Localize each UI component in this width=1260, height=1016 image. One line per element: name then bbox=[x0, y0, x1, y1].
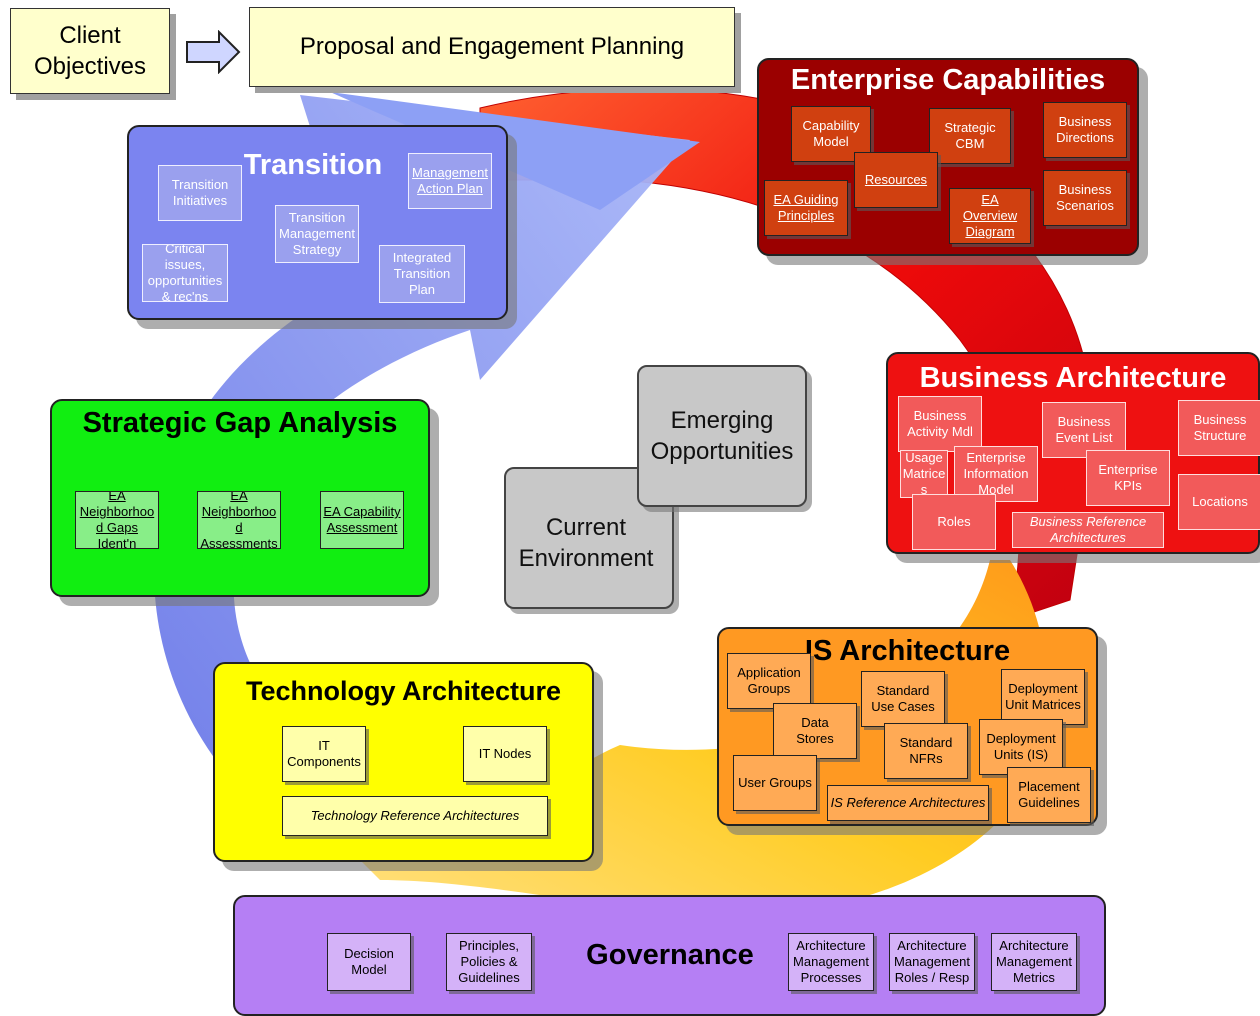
ea-neighborhood-assessments-link[interactable]: EA Neighborhoo d Assessments bbox=[197, 491, 281, 549]
management-action-plan-link[interactable]: Management Action Plan bbox=[408, 153, 492, 209]
deployment-units-is-box: Deployment Units (IS) bbox=[979, 719, 1063, 775]
enterprise-kpis-box: Enterprise KPIs bbox=[1086, 450, 1170, 506]
critical-issues-box: Critical issues, opportunities & rec'ns bbox=[142, 244, 228, 302]
ea-neighborhood-gaps-link[interactable]: EA Neighborhoo d Gaps Ident'n bbox=[75, 491, 159, 549]
roles-box: Roles bbox=[912, 494, 996, 550]
it-nodes-box: IT Nodes bbox=[463, 726, 547, 782]
is-reference-architectures-box: IS Reference Architectures bbox=[827, 785, 989, 821]
business-architecture-title: Business Architecture bbox=[919, 362, 1227, 394]
decision-model-box: Decision Model bbox=[327, 933, 411, 991]
strategic-gap-analysis-panel: Strategic Gap Analysis EA Neighborhoo d … bbox=[50, 399, 430, 597]
user-groups-box: User Groups bbox=[733, 755, 817, 811]
ea-capability-assessment-link[interactable]: EA Capability Assessment bbox=[320, 491, 404, 549]
application-groups-box: Application Groups bbox=[727, 653, 811, 709]
business-reference-architectures-box: Business Reference Architectures bbox=[1012, 512, 1164, 548]
is-architecture-title: IS Architecture bbox=[804, 635, 1011, 667]
usage-matrices-box: Usage Matrice s bbox=[900, 450, 948, 498]
is-architecture-panel: IS Architecture Application Groups Stand… bbox=[717, 627, 1098, 826]
integrated-transition-plan-box: Integrated Transition Plan bbox=[379, 245, 465, 303]
data-stores-box: Data Stores bbox=[773, 703, 857, 759]
architecture-management-metrics-box: Architecture Management Metrics bbox=[991, 933, 1077, 991]
transition-title: Transition bbox=[243, 149, 383, 181]
transition-initiatives-box: Transition Initiatives bbox=[158, 165, 242, 221]
business-activity-model-box: Business Activity Mdl bbox=[898, 396, 982, 452]
technology-reference-architectures-box: Technology Reference Architectures bbox=[282, 796, 548, 836]
architecture-management-roles-box: Architecture Management Roles / Resp bbox=[889, 933, 975, 991]
technology-architecture-panel: Technology Architecture IT Components IT… bbox=[213, 662, 594, 862]
principles-policies-guidelines-box: Principles, Policies & Guidelines bbox=[446, 933, 532, 991]
deployment-unit-matrices-box: Deployment Unit Matrices bbox=[1001, 669, 1085, 725]
ea-guiding-principles-link[interactable]: EA Guiding Principles bbox=[764, 180, 848, 236]
transition-panel: Transition Transition Initiatives Manage… bbox=[127, 125, 508, 320]
standard-nfrs-box: Standard NFRs bbox=[884, 723, 968, 779]
architecture-management-processes-box: Architecture Management Processes bbox=[788, 933, 874, 991]
business-scenarios-box: Business Scenarios bbox=[1043, 170, 1127, 226]
strategic-cbm-box: Strategic CBM bbox=[929, 108, 1011, 164]
placement-guidelines-box: Placement Guidelines bbox=[1007, 767, 1091, 823]
business-event-list-box: Business Event List bbox=[1042, 402, 1126, 458]
it-components-box: IT Components bbox=[282, 726, 366, 782]
emerging-opportunities-box: Emerging Opportunities bbox=[637, 365, 807, 507]
ea-overview-diagram-link[interactable]: EA Overview Diagram bbox=[949, 188, 1031, 244]
right-arrow-icon bbox=[186, 30, 241, 74]
resources-link[interactable]: Resources bbox=[854, 152, 938, 208]
proposal-planning-box: Proposal and Engagement Planning bbox=[249, 7, 735, 87]
locations-box: Locations bbox=[1178, 474, 1260, 530]
technology-architecture-title: Technology Architecture bbox=[245, 676, 562, 706]
client-objectives-box: Client Objectives bbox=[10, 8, 170, 94]
governance-panel: Governance Decision Model Principles, Po… bbox=[233, 895, 1106, 1016]
business-architecture-panel: Business Architecture Business Activity … bbox=[886, 352, 1260, 554]
strategic-gap-analysis-title: Strategic Gap Analysis bbox=[82, 407, 398, 439]
business-directions-box: Business Directions bbox=[1043, 102, 1127, 158]
blue-cycle-arrow bbox=[154, 95, 690, 800]
governance-title: Governance bbox=[586, 939, 754, 971]
enterprise-capabilities-title: Enterprise Capabilities bbox=[790, 64, 1106, 96]
business-structure-box: Business Structure bbox=[1178, 400, 1260, 456]
enterprise-capabilities-panel: Enterprise Capabilities Capability Model… bbox=[757, 58, 1139, 256]
enterprise-information-model-box: Enterprise Information Model bbox=[954, 446, 1038, 502]
standard-use-cases-box: Standard Use Cases bbox=[861, 671, 945, 727]
transition-management-strategy-box: Transition Management Strategy bbox=[275, 205, 359, 263]
